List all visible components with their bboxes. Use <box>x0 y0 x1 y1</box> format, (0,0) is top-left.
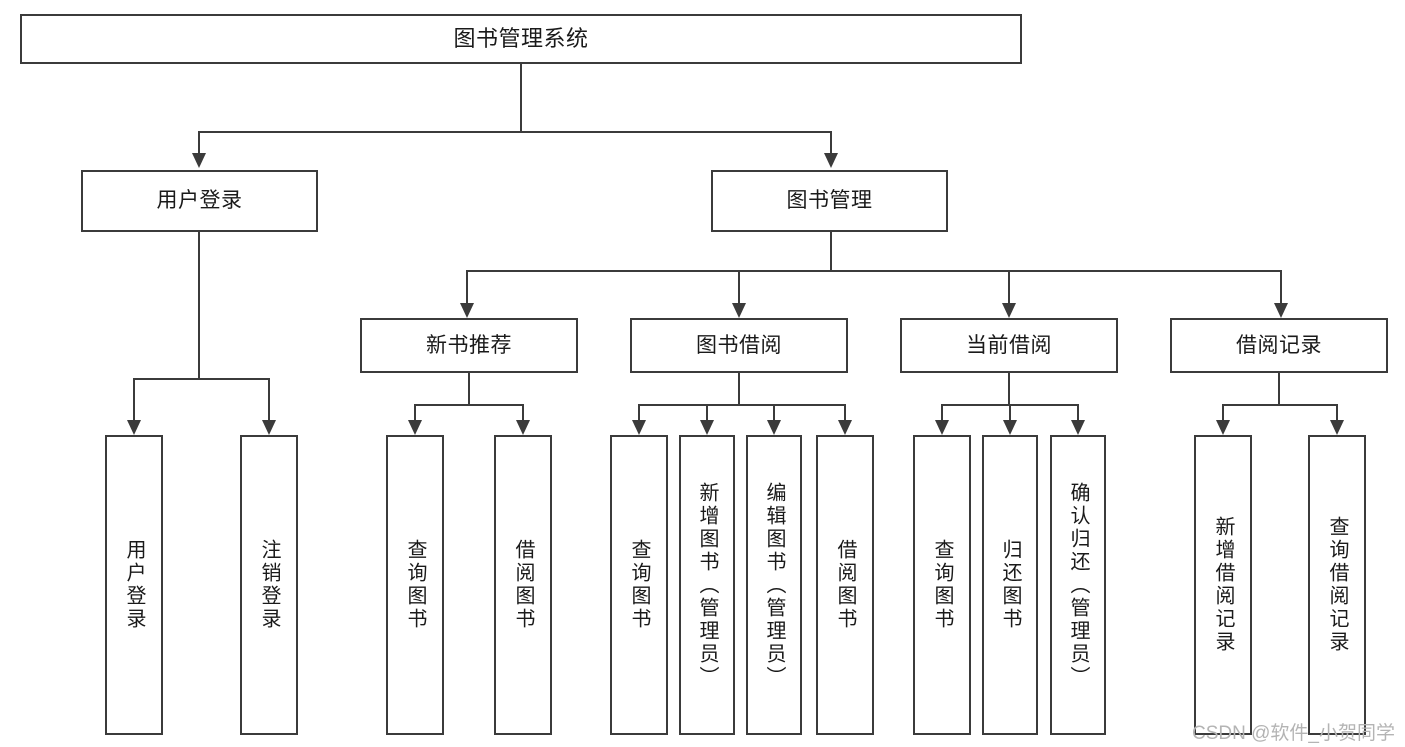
node-leaf-current-return-label: 归还图书 <box>999 539 1021 631</box>
arrow-to-leaf-nb-borrow <box>516 420 530 435</box>
arrow-to-leaf-bo-add <box>700 420 714 435</box>
arrow-to-leaf-cu-query <box>935 420 949 435</box>
edge-borrow-drop-1 <box>638 404 640 420</box>
edge-newbook-stem <box>468 373 470 405</box>
node-leaf-current-return[interactable]: 归还图书 <box>982 435 1038 735</box>
node-leaf-newbook-borrow-label: 借阅图书 <box>512 539 534 631</box>
edge-records-stem <box>1278 373 1280 405</box>
node-leaf-borrow-edit[interactable]: 编辑图书（管理员） <box>746 435 802 735</box>
edge-login-stem <box>198 232 200 379</box>
node-borrow-records[interactable]: 借阅记录 <box>1170 318 1388 373</box>
node-leaf-newbook-query-label: 查询图书 <box>404 539 426 631</box>
node-leaf-user-login-label: 用户登录 <box>123 539 145 631</box>
node-leaf-records-query[interactable]: 查询借阅记录 <box>1308 435 1366 735</box>
node-new-book-recommendation-label: 新书推荐 <box>426 333 512 357</box>
node-leaf-user-login[interactable]: 用户登录 <box>105 435 163 735</box>
node-root[interactable]: 图书管理系统 <box>20 14 1022 64</box>
edge-current-drop-2 <box>1009 404 1011 420</box>
edge-level3-drop-current <box>1008 270 1010 303</box>
edge-borrow-stem <box>738 373 740 405</box>
arrow-to-leaf-rc-add <box>1216 420 1230 435</box>
arrow-to-current <box>1002 303 1016 318</box>
node-leaf-borrow-borrow-label: 借阅图书 <box>834 539 856 631</box>
edge-borrow-drop-3 <box>773 404 775 420</box>
edge-newbook-drop-2 <box>522 404 524 420</box>
arrow-to-leaf-bo-query <box>632 420 646 435</box>
arrow-to-login <box>192 153 206 168</box>
edge-newbook-bus <box>414 404 524 406</box>
edge-level3-drop-newbook <box>466 270 468 303</box>
edge-root-stem <box>520 64 522 132</box>
arrow-to-leaf-bo-edit <box>767 420 781 435</box>
node-leaf-newbook-borrow[interactable]: 借阅图书 <box>494 435 552 735</box>
arrow-to-leaf-user-login <box>127 420 141 435</box>
node-leaf-current-query[interactable]: 查询图书 <box>913 435 971 735</box>
edge-login-drop-1 <box>133 378 135 420</box>
edge-level3-drop-records <box>1280 270 1282 303</box>
node-leaf-borrow-add[interactable]: 新增图书（管理员） <box>679 435 735 735</box>
edge-borrow-drop-4 <box>844 404 846 420</box>
node-leaf-borrow-borrow[interactable]: 借阅图书 <box>816 435 874 735</box>
arrow-to-borrow <box>732 303 746 318</box>
arrow-to-leaf-nb-query <box>408 420 422 435</box>
node-leaf-newbook-query[interactable]: 查询图书 <box>386 435 444 735</box>
node-book-management[interactable]: 图书管理 <box>711 170 948 232</box>
arrow-to-records <box>1274 303 1288 318</box>
arrow-to-leaf-cu-confirm <box>1071 420 1085 435</box>
node-user-login-label: 用户登录 <box>156 189 243 213</box>
node-current-borrowing[interactable]: 当前借阅 <box>900 318 1118 373</box>
node-leaf-borrow-add-label: 新增图书（管理员） <box>696 481 718 689</box>
node-book-borrowing-label: 图书借阅 <box>696 333 782 357</box>
node-current-borrowing-label: 当前借阅 <box>966 333 1052 357</box>
arrow-to-bookmgmt <box>824 153 838 168</box>
edge-level2-bus <box>198 131 832 133</box>
node-leaf-current-confirm-label: 确认归还（管理员） <box>1067 481 1089 689</box>
edge-records-drop-2 <box>1336 404 1338 420</box>
node-book-borrowing[interactable]: 图书借阅 <box>630 318 848 373</box>
node-leaf-borrow-query[interactable]: 查询图书 <box>610 435 668 735</box>
node-leaf-records-query-label: 查询借阅记录 <box>1326 516 1348 654</box>
node-leaf-records-add[interactable]: 新增借阅记录 <box>1194 435 1252 735</box>
node-root-label: 图书管理系统 <box>453 25 589 51</box>
edge-level3-drop-borrow <box>738 270 740 303</box>
edge-bookmgmt-stem <box>830 232 832 271</box>
node-leaf-records-add-label: 新增借阅记录 <box>1212 516 1234 654</box>
edge-newbook-drop-1 <box>414 404 416 420</box>
edge-current-drop-1 <box>941 404 943 420</box>
node-leaf-borrow-edit-label: 编辑图书（管理员） <box>763 481 785 689</box>
edge-records-bus <box>1222 404 1338 406</box>
csdn-watermark: CSDN @软件_小贺同学 <box>1192 723 1395 744</box>
node-new-book-recommendation[interactable]: 新书推荐 <box>360 318 578 373</box>
arrow-to-leaf-rc-query <box>1330 420 1344 435</box>
arrow-to-leaf-bo-borrow <box>838 420 852 435</box>
edge-current-drop-3 <box>1077 404 1079 420</box>
arrow-to-newbook <box>460 303 474 318</box>
node-leaf-borrow-query-label: 查询图书 <box>628 539 650 631</box>
edge-login-bus <box>133 378 270 380</box>
node-user-login[interactable]: 用户登录 <box>81 170 318 232</box>
arrow-to-leaf-user-logout <box>262 420 276 435</box>
node-leaf-user-logout[interactable]: 注销登录 <box>240 435 298 735</box>
edge-to-login-drop <box>198 131 200 153</box>
edge-records-drop-1 <box>1222 404 1224 420</box>
edge-to-bookmgmt-drop <box>830 131 832 153</box>
edge-current-stem <box>1008 373 1010 405</box>
arrow-to-leaf-cu-return <box>1003 420 1017 435</box>
edge-level3-bus <box>466 270 1282 272</box>
node-book-management-label: 图书管理 <box>786 189 873 213</box>
node-leaf-current-confirm[interactable]: 确认归还（管理员） <box>1050 435 1106 735</box>
node-leaf-current-query-label: 查询图书 <box>931 539 953 631</box>
node-leaf-user-logout-label: 注销登录 <box>258 539 280 631</box>
edge-borrow-bus <box>638 404 846 406</box>
node-borrow-records-label: 借阅记录 <box>1236 333 1322 357</box>
edge-login-drop-2 <box>268 378 270 420</box>
edge-borrow-drop-2 <box>706 404 708 420</box>
